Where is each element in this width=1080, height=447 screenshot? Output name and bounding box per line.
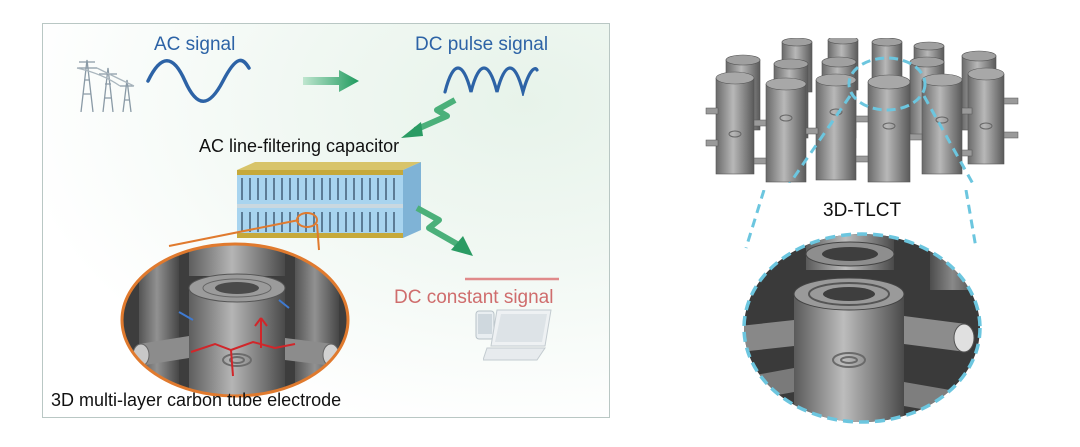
laptop-icon	[483, 309, 552, 361]
zigzag-arrow-icon	[401, 97, 457, 138]
tlct-array	[705, 38, 1019, 183]
capacitor-label: AC line-filtering capacitor	[199, 136, 400, 156]
dc-constant-line	[465, 277, 559, 281]
left-panel: AC signal DC pulse signal AC line-filter…	[42, 23, 610, 418]
tlct-zoom-view	[742, 232, 982, 424]
electrode-label: 3D multi-layer carbon tube electrode	[51, 390, 342, 410]
dc-pulse-label: DC pulse signal	[415, 34, 549, 55]
tlct-label: 3D-TLCT	[823, 200, 902, 221]
zoom-projection-lines	[744, 190, 978, 249]
capacitor-block	[237, 162, 421, 238]
electrode-zoom-view	[120, 242, 350, 398]
ac-signal-label: AC signal	[154, 34, 236, 55]
zoom-callout-lines	[168, 219, 320, 251]
dc-pulse-wave	[443, 66, 539, 96]
power-tower-icon	[76, 59, 135, 112]
ac-signal-wave	[146, 58, 251, 103]
dc-constant-label: DC constant signal	[394, 287, 554, 308]
right-arrow-icon	[303, 70, 359, 92]
zigzag-arrow-icon	[415, 205, 473, 256]
